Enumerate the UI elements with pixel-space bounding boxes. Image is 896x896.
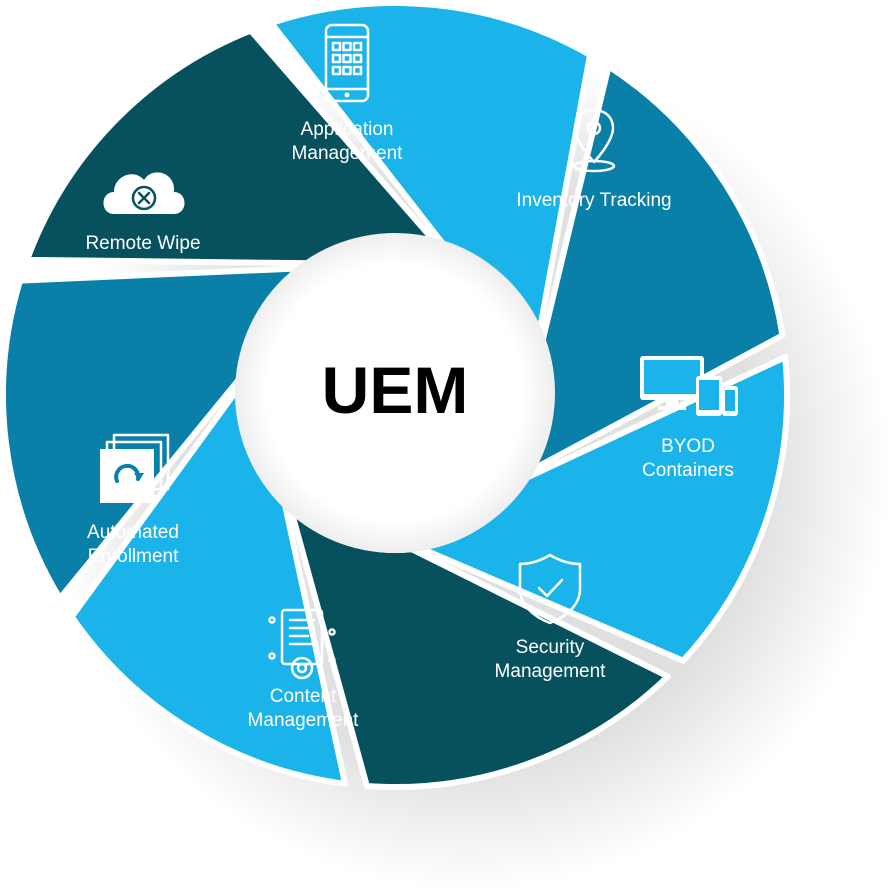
segment-label: Inventory Tracking xyxy=(516,190,671,211)
devices-icon xyxy=(640,356,738,416)
tablet-apps-icon xyxy=(324,23,370,103)
cloud-cancel-icon xyxy=(103,172,185,214)
center-label: UEM xyxy=(322,353,469,427)
segment-remote-wipe[interactable]: Remote Wipe xyxy=(85,172,201,254)
document-gear-icon xyxy=(268,608,336,680)
stacked-pages-refresh-icon xyxy=(100,433,170,503)
segment-inventory-tracking[interactable]: Inventory Tracking xyxy=(516,108,672,211)
location-pin-icon xyxy=(572,108,616,173)
shield-check-icon xyxy=(518,553,582,625)
center-hole xyxy=(235,233,555,553)
segment-label: Remote Wipe xyxy=(85,233,200,254)
